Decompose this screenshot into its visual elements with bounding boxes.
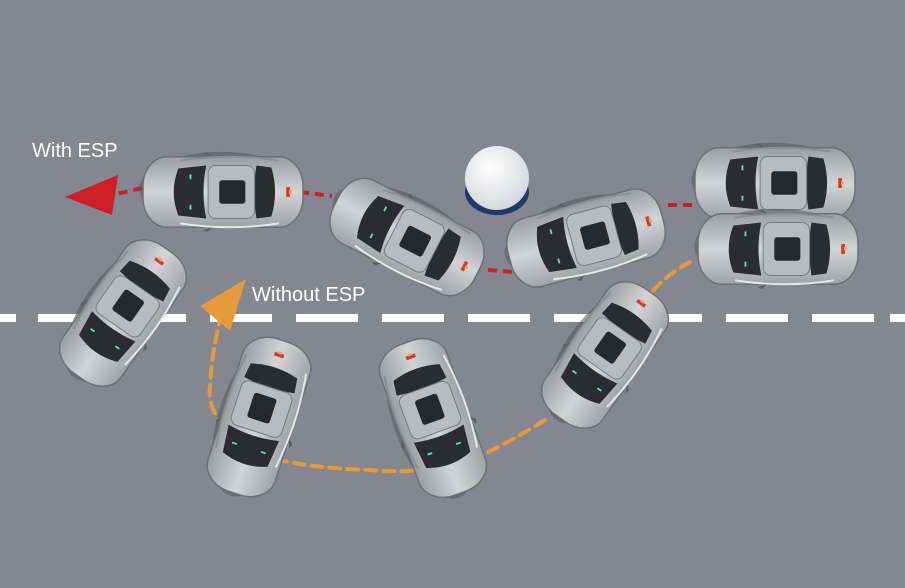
with-esp-label: With ESP	[32, 140, 118, 162]
obstacle-puck	[465, 146, 529, 215]
with-esp-path	[65, 175, 692, 274]
car-without-esp-3	[366, 328, 501, 512]
car-without-esp-1	[693, 207, 859, 291]
without-esp-label: Without ESP	[252, 284, 366, 306]
car-with-esp-1	[138, 150, 304, 234]
car-without-esp-2	[524, 267, 684, 446]
